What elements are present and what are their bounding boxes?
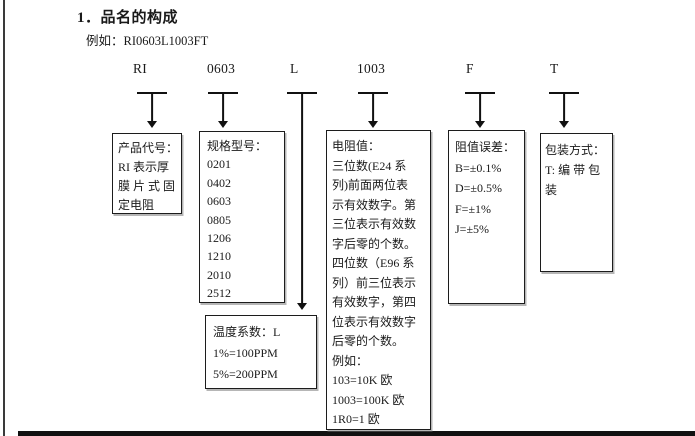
box-heading: 电阻值： [332, 139, 381, 153]
part-segment-tcr: L [290, 61, 299, 76]
box-line: 三位表示有效数 [332, 217, 417, 231]
box-line: 有效数字，第四 [332, 295, 417, 309]
box-line: 示有效数字。第 [332, 197, 417, 212]
box-line: 位表示有效数字 [332, 314, 417, 329]
spec-model-box: 规格型号： 0201 0402 0603 0805 1206 1210 2010 2512 [199, 131, 285, 303]
box-heading: 规格型号： [207, 139, 268, 153]
arrow-packaging-icon [549, 92, 579, 128]
arrow-tcr-icon [287, 92, 317, 310]
box-line: 定电阻 [118, 198, 155, 212]
box-line: 三位数(E24 系 [332, 158, 407, 173]
box-line: 2010 [207, 267, 231, 282]
box-line: 0805 [207, 212, 231, 227]
box-line: 例如： [332, 353, 369, 368]
box-line: 列)前面两位表 [332, 178, 408, 192]
part-segment-tolerance: F [466, 61, 474, 76]
box-line: 0201 [207, 157, 231, 172]
temperature-coefficient-box: 温度系数：L 1%=100PPM 5%=200PPM [205, 315, 317, 389]
box-body: 1%=100PPM 5%=200PPM [213, 343, 313, 385]
box-body: B=±0.1% D=±0.5% F=±1% J=±5% [455, 158, 521, 240]
box-line: 1003=100K 欧 [332, 392, 405, 407]
box-heading: 产品代号： [118, 141, 179, 155]
example-part-number: RI0603L1003FT [123, 34, 209, 48]
box-heading: 阻值误差： [455, 140, 516, 154]
box-line: RI 表示厚 [118, 160, 170, 174]
part-segment-ri: RI [133, 61, 148, 76]
section-title: 1．品名的构成 [77, 10, 179, 26]
box-body: T: 编 带 包装 [545, 160, 609, 200]
box-line: 0603 [207, 194, 231, 209]
box-line: 列）前三位表示 [332, 275, 417, 290]
box-body: 0201 0402 0603 0805 1206 1210 2010 2512 [207, 155, 281, 302]
arrow-value-icon [358, 92, 388, 128]
part-segment-value: 1003 [357, 61, 386, 76]
box-line: T: 编 带 包 [545, 163, 601, 177]
box-line: 装 [545, 183, 558, 197]
box-line: 1206 [207, 231, 231, 246]
box-body: RI 表示厚膜 片 式 固定电阻 [118, 158, 178, 215]
box-line: 1R0=1 欧 [332, 412, 380, 426]
box-body: 三位数(E24 系列)前面两位表示有效数字。第三位表示有效数字后零的个数。四位数… [332, 157, 427, 430]
part-segment-size: 0603 [207, 61, 236, 76]
box-line: B=±0.1% [455, 160, 502, 175]
resistance-value-box: 电阻值： 三位数(E24 系列)前面两位表示有效数字。第三位表示有效数字后零的个… [326, 130, 431, 430]
tolerance-box: 阻值误差： B=±0.1% D=±0.5% F=±1% J=±5% [448, 130, 525, 304]
arrow-ri-icon [137, 92, 167, 128]
box-line: F=±1% [455, 201, 492, 216]
arrow-size-icon [208, 92, 238, 128]
box-heading: 温度系数：L [213, 325, 281, 339]
box-line: 5%=200PPM [213, 367, 278, 381]
box-line: 后零的个数。 [332, 334, 405, 348]
box-line: 1%=100PPM [213, 346, 278, 360]
box-line: J=±5% [455, 222, 490, 236]
page-left-border [3, 0, 5, 436]
product-code-box: 产品代号： RI 表示厚膜 片 式 固定电阻 [112, 133, 182, 214]
arrow-tolerance-icon [465, 92, 495, 128]
box-line: 0402 [207, 175, 231, 190]
box-line: 四位数（E96 系 [332, 256, 415, 270]
box-line: D=±0.5% [455, 181, 503, 195]
box-heading: 包装方式： [545, 143, 606, 157]
page-bottom-border [18, 431, 695, 436]
box-line: 103=10K 欧 [332, 373, 393, 387]
packaging-box: 包装方式： T: 编 带 包装 [540, 133, 613, 272]
example-label: 例如： [86, 34, 124, 48]
box-line: 1210 [207, 249, 231, 264]
box-line: 膜 片 式 固 [118, 179, 176, 193]
box-line: 2512 [207, 286, 231, 301]
example-line: 例如：RI0603L1003FT [86, 30, 208, 49]
part-segment-packaging: T [550, 61, 559, 76]
box-line: 字后零的个数。 [332, 236, 417, 251]
